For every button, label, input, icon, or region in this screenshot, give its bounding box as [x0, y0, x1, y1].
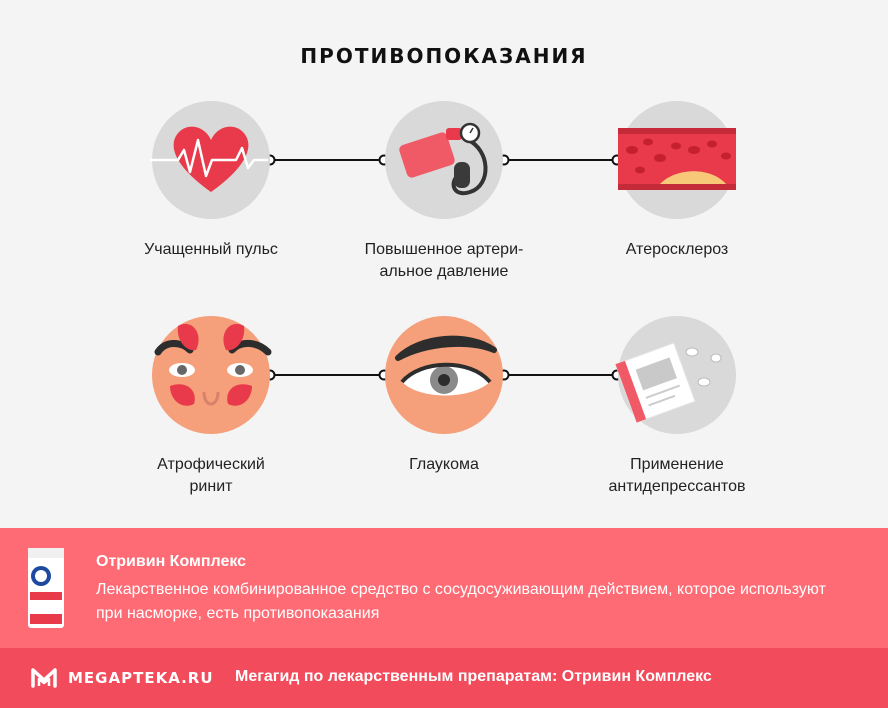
label-tachycardia: Учащенный пульс: [144, 241, 278, 258]
drug-name: Отривин Комплекс: [96, 553, 247, 570]
sinus-face-icon: [152, 316, 272, 434]
brand-link[interactable]: MEGAPTEKA.RU: [68, 669, 214, 687]
contraindications-diagram: [150, 101, 736, 434]
heart-pulse-icon: [150, 101, 270, 219]
footer-bar: [0, 648, 888, 708]
drug-info-banner: [0, 528, 888, 648]
nasal-spray-bottle-icon: [28, 548, 64, 628]
pills-package-icon: [614, 316, 736, 434]
label-hypertension: Повышенное артери- альное давление: [364, 241, 524, 280]
drug-description: Лекарственное комбинированное средство с…: [96, 581, 826, 622]
label-glaucoma: Глаукома: [409, 456, 479, 473]
blood-vessel-plaque-icon: [618, 101, 736, 219]
label-antidepressants: Применение антидепрессантов: [608, 456, 746, 495]
blood-pressure-monitor-icon: [385, 101, 503, 219]
eye-icon: [385, 316, 503, 434]
label-atherosclerosis: Атеросклероз: [625, 241, 729, 258]
megapteka-logo-icon: [31, 668, 57, 688]
page-title: ПРОТИВОПОКАЗАНИЯ: [300, 44, 588, 68]
footer-caption: Мегагид по лекарственным препаратам: Отр…: [235, 668, 712, 685]
label-atrophic-rhinitis: Атрофический ринит: [157, 456, 265, 495]
